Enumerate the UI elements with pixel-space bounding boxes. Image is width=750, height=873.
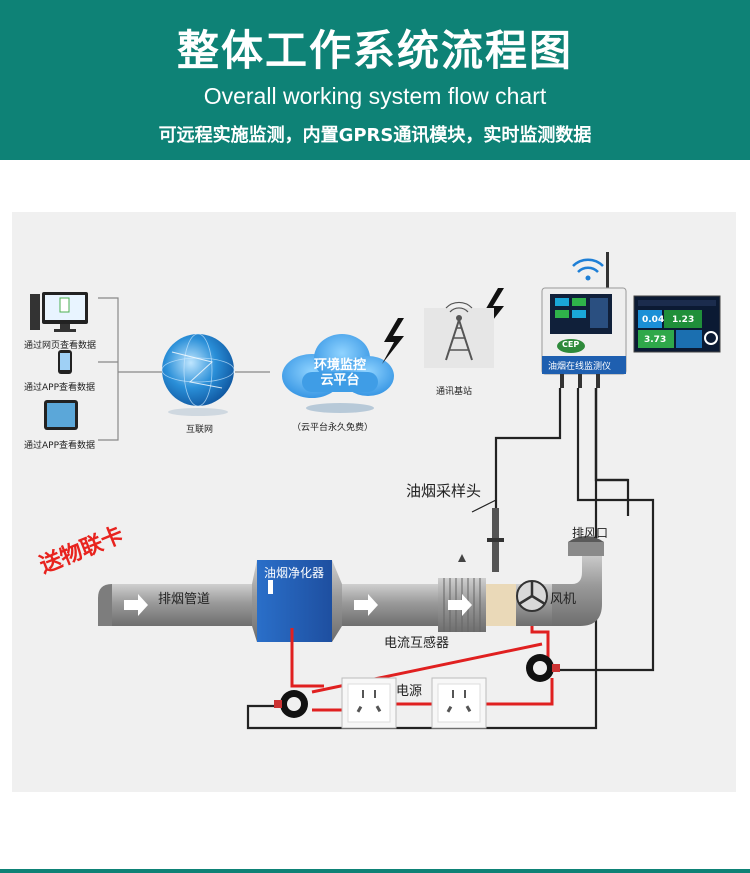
label-internet: 互联网 (186, 425, 214, 435)
label-power: 电源 (396, 684, 423, 699)
label-base-station: 通讯基站 (436, 387, 473, 397)
screen-value-3: 3.73 (644, 335, 667, 345)
fan-icon (516, 580, 548, 612)
cloud-platform-icon (282, 334, 394, 413)
smartphone-icon (58, 350, 72, 374)
device-bracket (98, 297, 270, 441)
internet-globe-icon (161, 333, 235, 416)
label-purifier: 油烟净化器 (264, 566, 325, 580)
label-web-view: 通过网页查看数据 (24, 341, 97, 351)
page-description: 可远程实施监测，内置GPRS通讯模块，实时监测数据 (158, 125, 592, 146)
monitor-logo: CEP (562, 340, 580, 349)
footer-rule (0, 869, 750, 873)
signal-wire-branch (594, 388, 628, 482)
header-banner: 整体工作系统流程图 Overall working system flow ch… (0, 0, 750, 160)
screen-value-1: 0.04 (642, 315, 665, 325)
airflow-arrows (124, 594, 472, 616)
label-cloud-caption: （云平台永久免费） (292, 423, 374, 433)
diagram-canvas (30, 252, 721, 730)
label-app-view-2: 通过APP查看数据 (24, 441, 96, 451)
cloud-label-line2: 云平台 (320, 373, 360, 388)
wifi-signal-icon (572, 258, 604, 281)
label-sampling-probe: 油烟采样头 (406, 482, 482, 500)
oil-fume-monitor-device (541, 287, 627, 388)
antenna-icon (606, 252, 609, 292)
label-current-transformer: 电流互感器 (384, 636, 450, 651)
label-fan: 风机 (550, 592, 577, 607)
cloud-label: 环境监控 云平台 (302, 358, 378, 388)
screen-value-2: 1.23 (672, 315, 695, 325)
tablet-icon (44, 400, 78, 430)
cloud-label-line1: 环境监控 (313, 358, 366, 373)
monitor-screen-zoom (633, 295, 721, 353)
base-station-tower-icon (424, 301, 494, 368)
label-outlet: 排风口 (572, 526, 609, 540)
label-exhaust-pipe: 排烟管道 (158, 592, 211, 607)
monitor-label: 油烟在线监测仪 (548, 362, 612, 372)
diagram-panel: 通过网页查看数据 通过APP查看数据 通过APP查看数据 互联网 环境监控 云平… (12, 212, 736, 792)
sampling-probe (471, 499, 504, 572)
page-subtitle: Overall working system flow chart (203, 83, 547, 109)
page-title: 整体工作系统流程图 (176, 26, 573, 75)
current-transformer-icon (274, 654, 560, 718)
label-app-view-1: 通过APP查看数据 (24, 383, 96, 393)
desktop-computer-icon (30, 292, 88, 332)
power-socket-icon (341, 677, 487, 729)
